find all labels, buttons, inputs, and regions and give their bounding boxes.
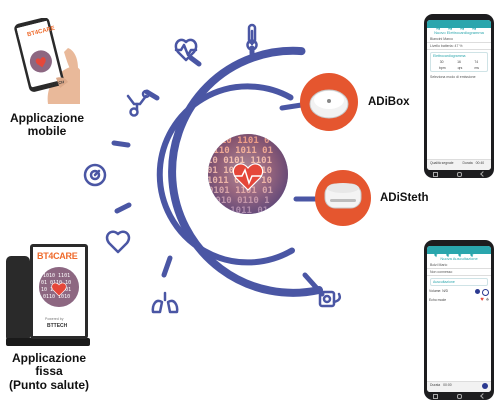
steth-bottom-bar: Durata 00:00 [427,381,491,392]
ecg-patient: Biancini Marco [427,36,491,43]
globe-heart-icon [232,163,264,191]
ecg-wave-2 [429,22,487,31]
volume-down-icon[interactable] [475,289,480,294]
central-globe: 1010 1101 0 0110 1011 01 10 0101 1101 01… [208,134,288,214]
mobile-app-caption: Applicazione mobile [6,111,88,139]
volume-up-icon[interactable] [482,289,489,296]
fixed-caption-line-2: fissa [35,364,63,379]
ecg-param-1: 30 [439,60,444,64]
stethoscope-icon [126,89,151,117]
steth-nav-bar [424,393,494,399]
nav-recent-icon[interactable] [433,171,439,177]
mobile-caption-line-1: Applicazione [9,111,84,125]
steth-section-title: Auscultazione [433,280,455,284]
steth-duration: 00:00 [443,383,452,387]
heart-icon [105,230,131,254]
mode-icons[interactable]: ♥ ♠ [480,297,489,303]
adibox-device-icon [309,89,349,119]
heart-mode-icon[interactable]: ♥ [480,297,484,303]
hand-holding-phone [14,18,80,104]
ecg-param-3: 74 [474,60,479,64]
ecg-param-2: 16 [457,60,461,64]
ecg-battery: Livello batteria: 47 % [427,43,491,50]
ecg-nav-bar [424,171,494,177]
steth-header: Nuova Auscultazione [440,256,478,261]
nav-back-icon[interactable] [479,171,486,177]
kiosk-base [6,338,90,346]
nav-recent-icon[interactable] [433,393,439,399]
ecg-section-title: Elettrocardiogramma [433,54,466,58]
steth-volume: Volume: N/D [429,289,449,293]
fixed-app-caption: Applicazione fissa (Punto salute) [4,351,94,392]
ecg-params: 30 16 74 [431,59,487,65]
svg-text:0110 1010: 0110 1010 [43,294,70,300]
ecg-param-label-2: qrs [457,66,463,70]
kiosk-vendor: BTTECH [47,323,68,329]
steth-mode-row: Echo mode ♥ ♠ [427,297,491,304]
fixed-caption-line-3: (Punto salute) [9,377,89,392]
ecg-quality: Qualità segnale [430,161,454,165]
heart-pulse-icon [174,38,198,62]
inner-ring [156,83,295,266]
volume-controls[interactable] [475,289,489,296]
ecg-section: Elettrocardiogramma 30 16 74 bpm qrs ms [429,22,488,72]
steth-phone: Nuova Auscultazione Bolzi Mario Non conn… [424,240,494,400]
steth-volume-row: Volume: N/D [427,288,491,297]
blood-pressure-icon [318,290,342,308]
lungs-icon [151,291,179,314]
steth-duration-label: Durata [430,383,441,387]
kiosk-powered-by: Powered by [45,317,64,321]
kiosk-logo: BT4CARE [37,251,78,261]
scale-icon [83,163,107,187]
steth-patient: Bolzi Mario [427,262,491,269]
thermometer-icon [246,23,258,51]
ecg-screen: Nuovo Elettrocardiogramma Biancini Marco… [427,20,491,170]
ecg-param-label-3: ms [474,66,479,70]
ecg-duration: 00:40 [475,161,485,165]
steth-status: Non connesso [427,269,491,276]
steth-mode: Echo mode [429,298,447,302]
adibox-label: ADiBox [368,96,410,108]
adisteth-device-icon [324,183,362,209]
fixed-caption-line-1: Applicazione [11,351,86,365]
mobile-caption-line-2: mobile [27,124,67,139]
steth-screen: Nuova Auscultazione Bolzi Mario Non conn… [427,246,491,392]
lungs-mode-icon[interactable]: ♠ [485,297,489,303]
steth-wave-2 [429,248,487,258]
nav-back-icon[interactable] [479,393,486,399]
ecg-select[interactable]: Seleziona modo di emissione [430,75,476,79]
ecg-param-label-1: bpm [439,66,446,70]
steth-section: Auscultazione [429,248,488,286]
ecg-duration-label: Durata [462,161,473,165]
ecg-header: Nuovo Elettrocardiogramma [434,30,484,35]
outer-ring [168,46,323,297]
ecg-param-labels: bpm qrs ms [431,65,487,71]
adisteth-label: ADiSteth [380,192,429,204]
ecg-bottom-bar: Qualità segnale Durata 00:40 [427,159,491,170]
mobile-app-photo: BT4CARE BTTECH [8,18,80,104]
nav-home-icon[interactable] [456,171,462,177]
fixed-app-kiosk: BT4CARE 1010 1101 01 0110 10 10 1011 01 … [6,244,90,346]
kiosk-screen: BT4CARE 1010 1101 01 0110 10 10 1011 01 … [30,244,88,339]
kiosk-handset [6,256,30,342]
record-button[interactable] [482,383,488,389]
kiosk-globe: 1010 1101 01 0110 10 10 1011 01 0110 101… [39,267,79,307]
spokes [111,45,325,297]
nav-home-icon[interactable] [456,393,462,399]
svg-text:1010 1101: 1010 1101 [43,273,70,279]
ecg-phone: Nuovo Elettrocardiogramma Biancini Marco… [424,14,494,178]
